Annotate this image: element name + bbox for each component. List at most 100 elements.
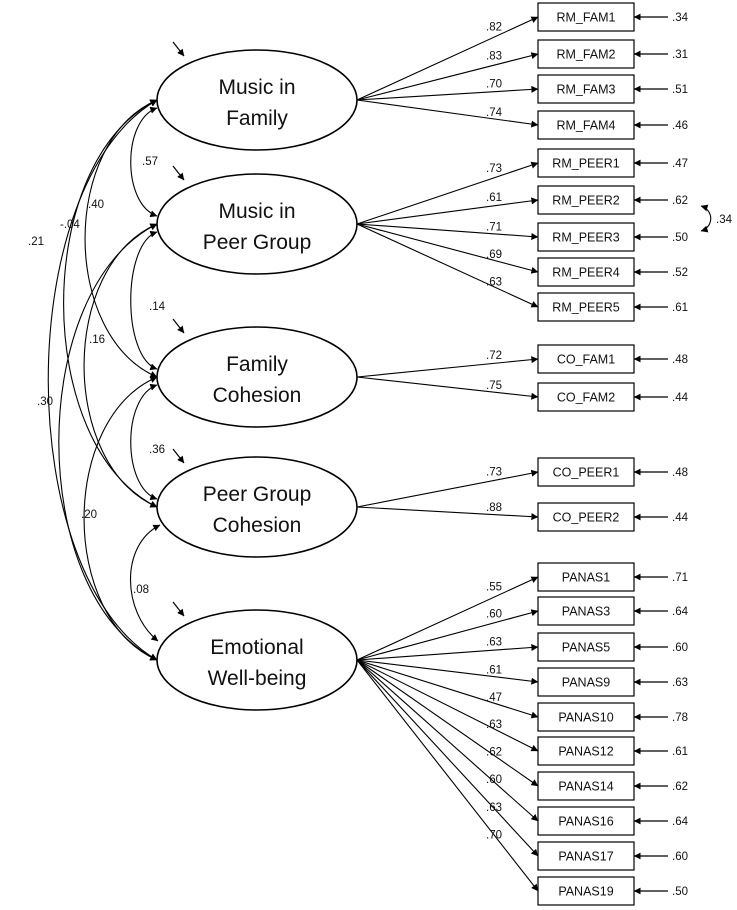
indicator-label: PANAS3 [562,605,610,619]
latent-label: Cohesion [213,384,302,407]
loading-arrow [356,223,539,274]
latent-correlations: .57.14.36.08.40-.04.21.16.30.20 [28,99,166,661]
indicators: RM_FAM1.34RM_FAM2.31RM_FAM3.51RM_FAM4.46… [537,2,733,906]
loading-value: .82 [486,21,502,33]
indicator-label: CO_FAM1 [557,353,615,367]
loading-arrow [356,659,539,685]
indicator-RM_PEER4: RM_PEER4 [537,257,635,287]
error-variance: .61 [672,746,688,758]
indicator-label: PANAS5 [562,641,610,655]
indicator-CO_FAM2: CO_FAM2 [537,382,635,412]
error-variance: .44 [672,512,689,524]
loading-value: .60 [486,774,502,786]
loading-arrow [356,659,539,857]
error-variance: .62 [672,195,688,207]
indicator-RM_PEER1: RM_PEER1 [537,148,635,178]
error-variance: .46 [672,120,688,132]
indicator-label: RM_FAM4 [556,119,615,133]
loading-value: .60 [486,608,502,620]
disturbance-arrow [172,318,185,334]
correlation-value: .57 [142,156,158,168]
indicator-RM_FAM2: RM_FAM2 [537,39,635,69]
indicator-label: CO_FAM2 [557,391,615,405]
error-variance: .64 [672,606,689,618]
loading-arrow [356,506,539,521]
error-variance: .31 [672,49,688,61]
error-variance: .60 [672,851,688,863]
loading-value: .61 [486,664,502,676]
error-variance: .60 [672,642,688,654]
indicator-label: PANAS12 [558,745,613,759]
loading-arrow [356,197,539,225]
loading-arrow [356,643,539,661]
loading-arrow [356,609,539,661]
indicator-PANAS5: PANAS5 [537,632,635,662]
indicator-label: RM_PEER4 [552,266,619,280]
latent-label: Peer Group [203,231,312,254]
latent-label: Music in [218,200,295,223]
error-covariance-value: .34 [716,214,733,226]
disturbance-arrow [172,448,185,464]
error-variance: .48 [672,467,688,479]
correlation-arrow [58,223,158,661]
loading-arrow [356,161,539,225]
indicator-box [537,74,635,104]
error-covariance-arrow [700,204,712,233]
loading-value: .71 [486,221,502,233]
correlation-arrow [130,383,158,501]
error-variance: .50 [672,886,688,898]
loading-value: .70 [486,830,502,842]
error-variance: .52 [672,267,688,279]
error-variance: .71 [672,572,688,584]
indicator-label: PANAS1 [562,571,610,585]
indicator-box [537,736,635,766]
loading-value: .63 [486,802,502,814]
indicator-label: RM_PEER2 [552,194,619,208]
indicator-PANAS19: PANAS19 [537,876,635,906]
indicator-PANAS3: PANAS3 [537,596,635,626]
loading-arrow [356,16,539,101]
correlation-arrow [130,230,158,371]
latent-factor-mf: Music in Family [156,49,358,151]
indicator-box [537,292,635,322]
disturbance-arrow [172,165,185,181]
latent-ellipse [156,49,358,151]
loading-value: .61 [486,192,502,204]
latent-label: Music in [218,76,295,99]
indicator-label: RM_PEER5 [552,301,619,315]
correlation-arrow [130,106,158,218]
correlation-value: .21 [28,236,44,248]
correlation-value: .40 [88,199,104,211]
error-variance: .51 [672,84,688,96]
indicator-RM_FAM4: RM_FAM4 [537,110,635,140]
correlation-arrow [47,99,158,661]
loading-value: .63 [486,277,502,289]
correlation-value: .08 [133,584,149,596]
loading-arrow [356,52,539,101]
correlation-arrow [83,223,158,508]
loading-value: .83 [486,51,502,63]
error-variance: .48 [672,354,688,366]
indicator-RM_PEER2: RM_PEER2 [537,185,635,215]
indicator-RM_FAM3: RM_FAM3 [537,74,635,104]
indicator-PANAS10: PANAS10 [537,702,635,732]
latent-ellipse [156,326,358,428]
latent-label: Well-being [208,667,307,690]
correlation-value: .36 [149,444,165,456]
error-variance: .47 [672,158,688,170]
indicator-box [537,632,635,662]
indicator-PANAS1: PANAS1 [537,562,635,592]
latent-ellipse [156,173,358,275]
indicator-label: RM_PEER1 [552,157,619,171]
loading-value: .73 [486,466,502,478]
error-variance: .34 [672,12,689,24]
latent-ellipse [156,456,358,558]
latent-label: Family [226,107,288,130]
error-variance: .63 [672,677,688,689]
indicator-RM_FAM1: RM_FAM1 [537,2,635,32]
loading-value: .47 [486,692,502,704]
loading-arrow [356,85,539,101]
indicator-label: PANAS14 [558,780,613,794]
